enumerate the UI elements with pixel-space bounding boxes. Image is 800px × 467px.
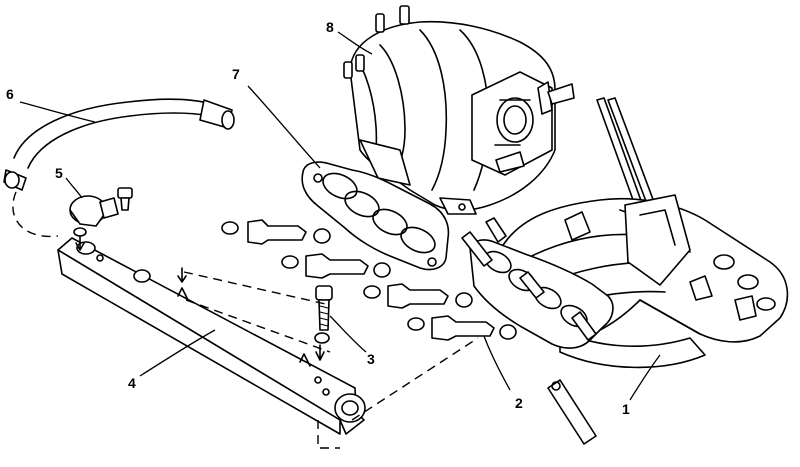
upper-intake-plenum — [343, 5, 575, 215]
callout-6: 6 — [6, 86, 14, 102]
vacuum-hose — [3, 98, 235, 191]
manifold-stud — [547, 379, 597, 445]
fuel-injector — [281, 253, 391, 279]
fuel-injector — [221, 219, 331, 245]
manifold-flange-gasket — [461, 217, 614, 349]
fuel-rail — [57, 237, 366, 435]
callout-8: 8 — [326, 19, 334, 35]
fuel-injector — [363, 283, 473, 309]
assembly-guide-lines — [12, 191, 479, 449]
callout-3: 3 — [367, 351, 375, 367]
mounting-bolt — [314, 285, 333, 361]
plenum-gasket — [301, 161, 450, 271]
fuel-injector — [407, 315, 517, 341]
callout-7: 7 — [232, 66, 240, 82]
callout-labels: 6 5 7 8 3 2 1 4 — [6, 19, 630, 417]
callout-1: 1 — [622, 401, 630, 417]
callout-4: 4 — [128, 375, 136, 391]
fuel-pressure-regulator — [69, 195, 119, 251]
leader-lines — [19, 31, 661, 401]
rail-bolt — [117, 187, 133, 211]
callout-2: 2 — [515, 395, 523, 411]
fuel-injectors — [221, 219, 517, 341]
callout-5: 5 — [55, 165, 63, 181]
